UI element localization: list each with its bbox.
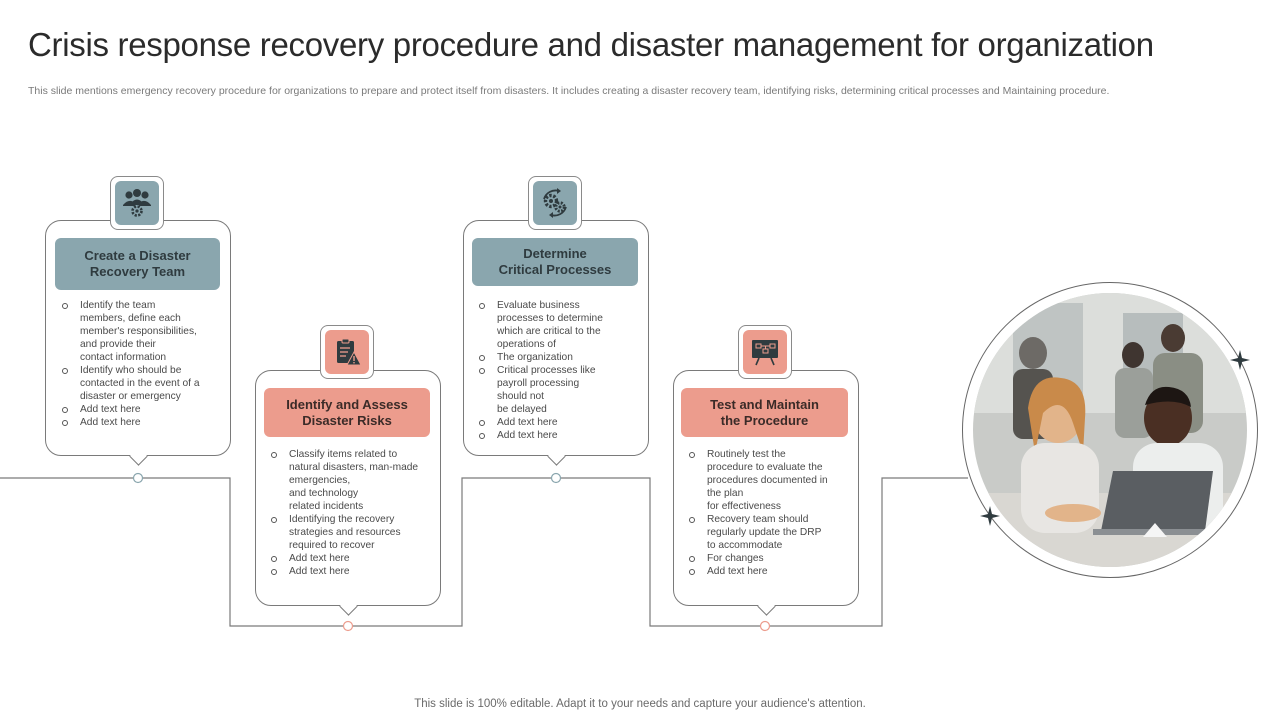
list-item: Add text here <box>477 416 645 429</box>
slide-subtitle: This slide mentions emergency recovery p… <box>28 85 1110 97</box>
list-item: Add text here <box>269 552 437 565</box>
list-item: For changes <box>687 552 855 565</box>
sparkle-star-icon <box>1230 350 1250 370</box>
gears-cycle-icon <box>543 188 567 218</box>
slide-title: Crisis response recovery procedure and d… <box>28 26 1154 63</box>
step-icon-frame-1 <box>110 176 164 230</box>
step-icon-frame-3 <box>528 176 582 230</box>
list-item: Add text here <box>477 429 645 442</box>
photo-ring <box>962 282 1258 578</box>
slide-footer: This slide is 100% editable. Adapt it to… <box>414 698 866 710</box>
list-item: Add text here <box>60 416 228 429</box>
step-title-test-maintain: Test and Maintain the Procedure <box>681 388 848 437</box>
list-item: Add text here <box>60 403 228 416</box>
connector-dot-4 <box>759 620 771 632</box>
step-title-create-team: Create a Disaster Recovery Team <box>55 238 220 290</box>
team-gear-icon <box>123 189 151 217</box>
step-icon-frame-2 <box>320 325 374 379</box>
step-title-assess-risks: Identify and Assess Disaster Risks <box>264 388 430 437</box>
step-icon-frame-4 <box>738 325 792 379</box>
list-item: Add text here <box>269 565 437 578</box>
risk-clipboard-warning-icon <box>337 338 362 366</box>
list-item: The organization <box>477 351 645 364</box>
connector-dot-1 <box>132 472 144 484</box>
connector-dot-3 <box>550 472 562 484</box>
sparkle-star-icon <box>980 506 1000 526</box>
list-item: Add text here <box>687 565 855 578</box>
connector-dot-2 <box>342 620 354 632</box>
step-title-critical-processes: Determine Critical Processes <box>472 238 638 286</box>
team-meeting-photo <box>973 293 1247 567</box>
presentation-board-icon <box>752 340 778 366</box>
